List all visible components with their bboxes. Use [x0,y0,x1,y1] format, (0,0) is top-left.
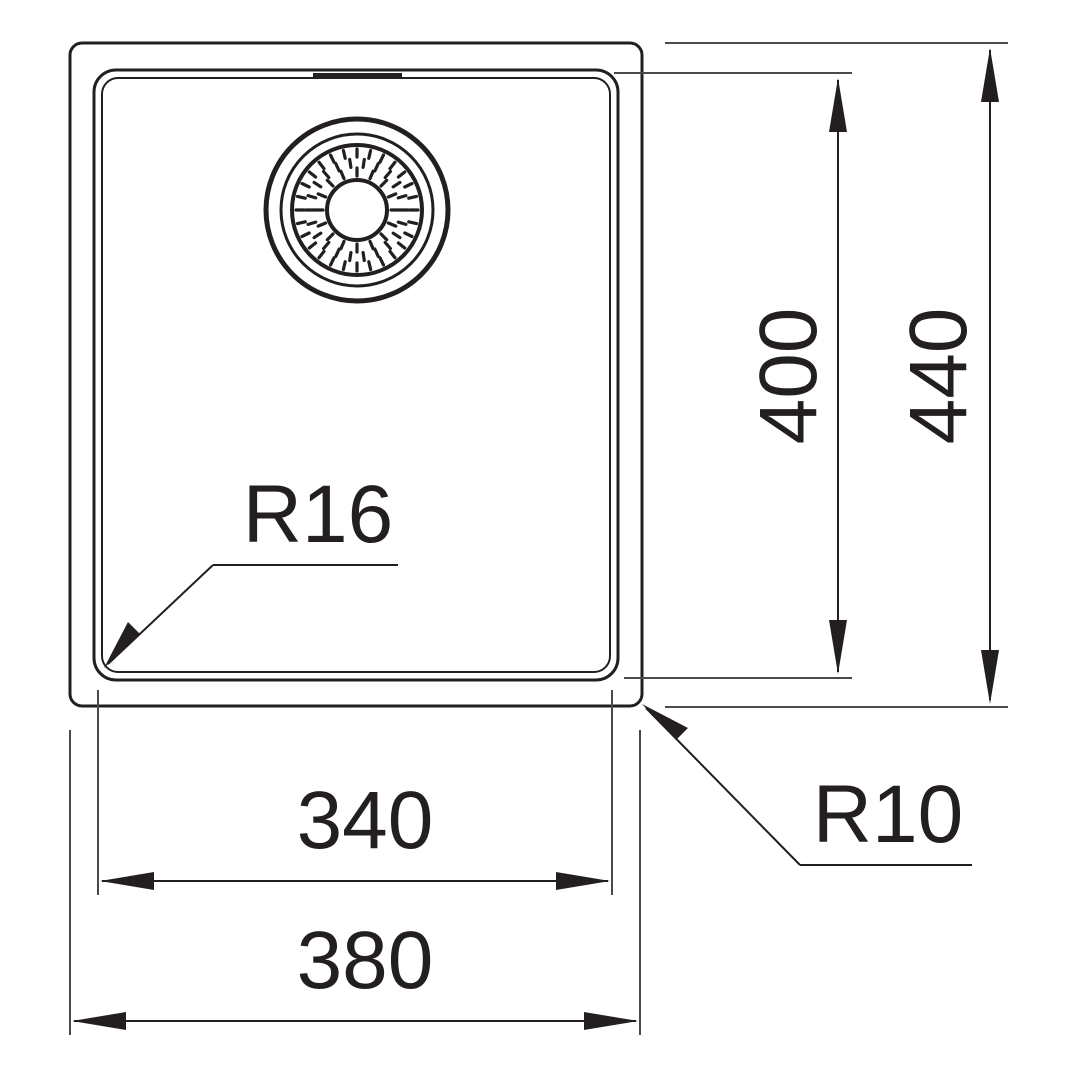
strainer-hole [391,180,402,189]
strainer-hole [368,169,375,181]
strainer-hole [316,192,328,199]
strainer-hole [383,240,392,251]
strainer-hole [388,160,397,171]
strainer-hole [407,220,419,226]
strainer-hole [307,241,318,250]
arrow-inner-width-left [100,872,154,890]
strainer-hole [325,232,335,242]
strainer-hole [339,239,346,251]
strainer-hole [386,221,398,228]
strainer-hole [348,251,353,263]
strainer-hole [379,178,389,188]
strainer-hole [379,232,389,242]
strainer-hole [328,256,336,267]
label-outer-radius: R10 [813,769,963,860]
strainer-hole [316,221,328,228]
arrow-outer-height-top [981,48,999,102]
arrow-inner-height-top [829,78,847,132]
label-inner-height: 400 [743,308,834,445]
strainer-hole [312,231,323,240]
strainer-hole [391,231,402,240]
arrow-inner-radius [104,622,140,668]
strainer-hole [407,194,419,200]
drain-strainer-icon [263,116,451,304]
strainer-hole [373,247,380,258]
strainer-hole [322,169,331,180]
strainer-hole [403,231,414,239]
strainer-hole [367,260,373,272]
strainer-hole [368,239,375,251]
strainer-hole [295,194,307,200]
strainer-hole [312,180,323,189]
strainer-hole [306,220,318,226]
strainer-hole [307,170,318,179]
strainer-hole [373,162,380,173]
arrow-outer-width-right [584,1012,638,1030]
strainer-hole [361,251,366,263]
label-outer-width: 380 [297,915,434,1006]
label-inner-width: 340 [297,775,434,866]
strainer-hole [328,153,336,164]
inner-bowl [92,68,620,682]
strainer-hole [341,148,347,160]
arrow-outer-width-left [72,1012,126,1030]
strainer-hole [367,148,373,160]
strainer-hole [396,194,408,200]
strainer-hole [300,231,311,239]
label-inner-radius: R16 [243,469,393,560]
strainer-hole [295,220,307,226]
strainer-hole [396,241,407,250]
arrow-inner-width-right [556,872,610,890]
strainer-hole [306,194,318,200]
strainer-hole [341,260,347,272]
strainer-holes [294,147,420,273]
strainer-hole [361,157,366,169]
arrow-inner-height-bottom [829,620,847,674]
outer-rim [68,41,644,708]
strainer-hole [300,181,311,189]
strainer-hole [386,192,398,199]
strainer-hole [396,170,407,179]
label-outer-height: 440 [893,308,984,445]
strainer-hole [322,240,331,251]
strainer-hole [334,162,341,173]
strainer-hole [339,169,346,181]
arrow-outer-radius [642,704,688,740]
strainer-hole [378,256,386,267]
strainer-hole [348,157,353,169]
strainer-hole [388,249,397,260]
strainer-hole [378,153,386,164]
arrow-outer-height-bottom [981,650,999,704]
strainer-hole [334,247,341,258]
strainer-hole [396,220,408,226]
strainer-hole [383,169,392,180]
strainer-hole [317,160,326,171]
strainer-hole [403,181,414,189]
strainer-hole [325,178,335,188]
strainer-hole [317,249,326,260]
